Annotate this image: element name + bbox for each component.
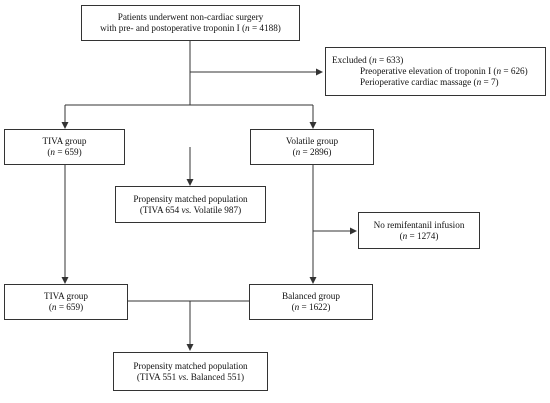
excluded-line3: Perioperative cardiac massage (n = 7) bbox=[360, 77, 499, 87]
tiva1-title: TIVA group bbox=[42, 136, 87, 146]
pm2-line2: (TIVA 551 vs. Balanced 551) bbox=[136, 371, 245, 382]
pm1-line1: Propensity matched population bbox=[133, 193, 248, 204]
box-balanced-group: Balanced group (n = 1622) bbox=[249, 284, 373, 320]
patients-line1: Patients underwent non-cardiac surgery bbox=[117, 12, 264, 22]
excluded-line2: Preoperative elevation of troponin I (n … bbox=[360, 66, 528, 76]
volatile-title: Volatile group bbox=[285, 136, 339, 146]
volatile-count: (n = 2896) bbox=[292, 147, 332, 157]
balanced-title: Balanced group bbox=[282, 291, 340, 301]
tiva2-count: (n = 659) bbox=[48, 302, 84, 312]
box-propensity-matched-1: Propensity matched population (TIVA 654 … bbox=[115, 186, 266, 223]
excluded-line1: Excluded (n = 633) bbox=[332, 55, 404, 65]
balanced-count: (n = 1622) bbox=[291, 302, 331, 312]
tiva2-title: TIVA group bbox=[44, 291, 88, 301]
box-volatile-group: Volatile group (n = 2896) bbox=[250, 129, 374, 165]
tiva1-count: (n = 659) bbox=[47, 147, 82, 157]
box-tiva-group-2: TIVA group (n = 659) bbox=[4, 284, 128, 320]
pm1-line2: (TIVA 654 vs. Volatile 987) bbox=[139, 204, 242, 215]
box-propensity-matched-2: Propensity matched population (TIVA 551 … bbox=[113, 352, 268, 391]
noremi-count: (n = 1274) bbox=[399, 230, 439, 241]
box-no-remifentanil: No remifentanil infusion (n = 1274) bbox=[358, 212, 480, 249]
box-tiva-group-1: TIVA group (n = 659) bbox=[4, 129, 125, 165]
pm2-line1: Propensity matched population bbox=[133, 360, 248, 371]
patients-line2: with pre- and postoperative troponin I (… bbox=[100, 23, 281, 33]
box-excluded: Excluded (n = 633) Preoperative elevatio… bbox=[325, 47, 546, 96]
box-patients: Patients underwent non-cardiac surgery w… bbox=[81, 5, 300, 41]
noremi-title: No remifentanil infusion bbox=[373, 219, 465, 230]
